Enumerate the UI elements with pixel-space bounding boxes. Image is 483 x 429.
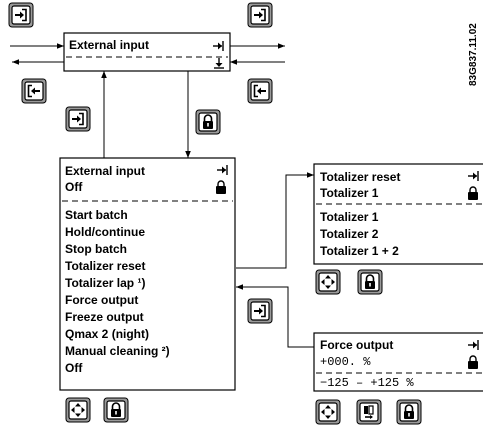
- main-options-list: Start batch Hold/continue Stop batch Tot…: [65, 208, 170, 375]
- list-item[interactable]: Start batch: [65, 208, 128, 222]
- main-key-lock[interactable]: [104, 398, 128, 422]
- main-header-line1: External input: [65, 164, 145, 178]
- main-header-line2: Off: [65, 180, 83, 194]
- force-key-switch[interactable]: [357, 400, 381, 424]
- list-item[interactable]: Totalizer 1: [320, 210, 379, 224]
- force-key-arrows[interactable]: [316, 400, 340, 424]
- list-item[interactable]: Force output: [65, 293, 138, 307]
- main-key-arrows[interactable]: [66, 398, 90, 422]
- list-item[interactable]: Totalizer 2: [320, 227, 379, 241]
- force-value[interactable]: +000. %: [320, 355, 371, 369]
- list-item[interactable]: Freeze output: [65, 310, 144, 324]
- force-key-lock[interactable]: [397, 400, 421, 424]
- list-item[interactable]: Stop batch: [65, 242, 127, 256]
- totalizer-header-line2: Totalizer 1: [320, 186, 379, 200]
- totalizer-menu-box[interactable]: Totalizer reset Totalizer 1 Totalizer 1 …: [313, 163, 483, 265]
- right-key-enter[interactable]: [248, 299, 272, 323]
- list-item[interactable]: Totalizer 1 + 2: [320, 244, 399, 258]
- drawing-id: 83G837.11.02: [468, 23, 479, 86]
- list-item[interactable]: Hold/continue: [65, 225, 145, 239]
- top-key-back-left[interactable]: [22, 79, 46, 103]
- top-box-title: External input: [69, 38, 149, 52]
- totalizer-key-arrows[interactable]: [316, 270, 340, 294]
- totalizer-key-lock[interactable]: [358, 270, 382, 294]
- list-item[interactable]: Qmax 2 (night): [65, 327, 149, 341]
- mid-key-lock[interactable]: [196, 110, 220, 134]
- mid-key-enter[interactable]: [66, 107, 90, 131]
- top-key-enter-left[interactable]: [9, 3, 33, 27]
- totalizer-header-line1: Totalizer reset: [320, 170, 400, 184]
- list-item[interactable]: Totalizer reset: [65, 259, 145, 273]
- top-key-back-right[interactable]: [248, 79, 272, 103]
- top-menu-box[interactable]: External input: [63, 32, 231, 72]
- list-item[interactable]: Off: [65, 361, 83, 375]
- list-item[interactable]: Manual cleaning ²): [65, 344, 170, 358]
- force-header-line1: Force output: [320, 338, 393, 352]
- main-menu-box[interactable]: External input Off Start batch Hold/cont…: [59, 157, 236, 391]
- top-key-enter-right[interactable]: [248, 3, 272, 27]
- force-range: −125 – +125 %: [320, 376, 414, 390]
- list-item[interactable]: Totalizer lap ¹): [65, 276, 145, 290]
- force-output-box[interactable]: Force output +000. % −125 – +125 %: [313, 332, 483, 392]
